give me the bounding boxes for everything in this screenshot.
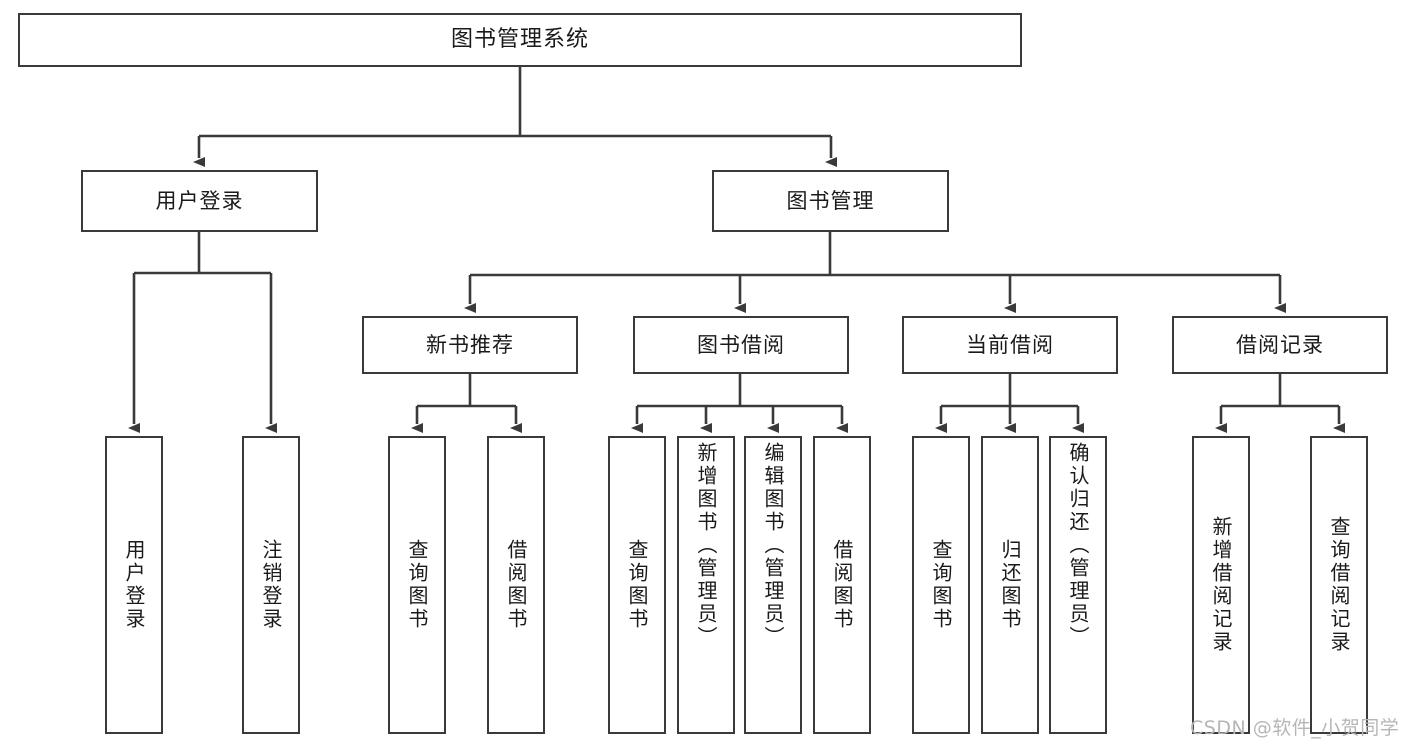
node-label: 用户登录 [122,539,146,631]
watermark: CSDN @软件_小贺同学 [1190,717,1400,739]
node-label: 借阅记录 [1236,332,1324,357]
node-label: 图书管理 [786,188,875,213]
leaf-borrow-borrow-book[interactable]: 借阅图书 [813,436,871,734]
leaf-recommend-query-book[interactable]: 查询图书 [388,436,446,734]
leaf-borrow-query-book[interactable]: 查询图书 [608,436,666,734]
node-user-login[interactable]: 用户登录 [81,170,318,232]
node-label: 用户登录 [155,188,244,213]
leaf-current-return-book[interactable]: 归还图书 [981,436,1039,734]
node-book-management[interactable]: 图书管理 [712,170,949,232]
node-label: 归还图书 [998,539,1022,631]
leaf-current-confirm-return-admin[interactable]: 确认归还（管理员） [1049,436,1107,734]
node-label: 查询图书 [405,539,429,631]
node-current-borrow[interactable]: 当前借阅 [902,316,1118,374]
leaf-borrow-add-book-admin[interactable]: 新增图书（管理员） [677,436,735,734]
node-label: 确认归还（管理员） [1066,442,1090,649]
node-label: 图书借阅 [697,332,785,357]
node-label: 借阅图书 [504,539,528,631]
node-new-book-recommend[interactable]: 新书推荐 [362,316,578,374]
node-label: 编辑图书（管理员） [761,442,785,649]
node-label: 借阅图书 [830,539,854,631]
node-label: 图书管理系统 [450,27,589,53]
node-label: 当前借阅 [966,332,1054,357]
node-label: 查询图书 [625,539,649,631]
leaf-user-login-logout[interactable]: 注销登录 [242,436,300,734]
node-label: 查询图书 [929,539,953,631]
leaf-borrow-edit-book-admin[interactable]: 编辑图书（管理员） [744,436,802,734]
node-label: 新书推荐 [426,332,514,357]
leaf-recommend-borrow-book[interactable]: 借阅图书 [487,436,545,734]
node-root-library-system[interactable]: 图书管理系统 [18,13,1022,67]
leaf-record-query-borrow-record[interactable]: 查询借阅记录 [1310,436,1368,734]
node-borrow-record[interactable]: 借阅记录 [1172,316,1388,374]
leaf-user-login-login[interactable]: 用户登录 [105,436,163,734]
node-book-borrow[interactable]: 图书借阅 [633,316,849,374]
leaf-record-add-borrow-record[interactable]: 新增借阅记录 [1192,436,1250,734]
node-label: 新增图书（管理员） [694,442,718,649]
node-label: 查询借阅记录 [1327,516,1351,654]
leaf-current-query-book[interactable]: 查询图书 [912,436,970,734]
node-label: 注销登录 [259,539,283,631]
node-label: 新增借阅记录 [1209,516,1233,654]
